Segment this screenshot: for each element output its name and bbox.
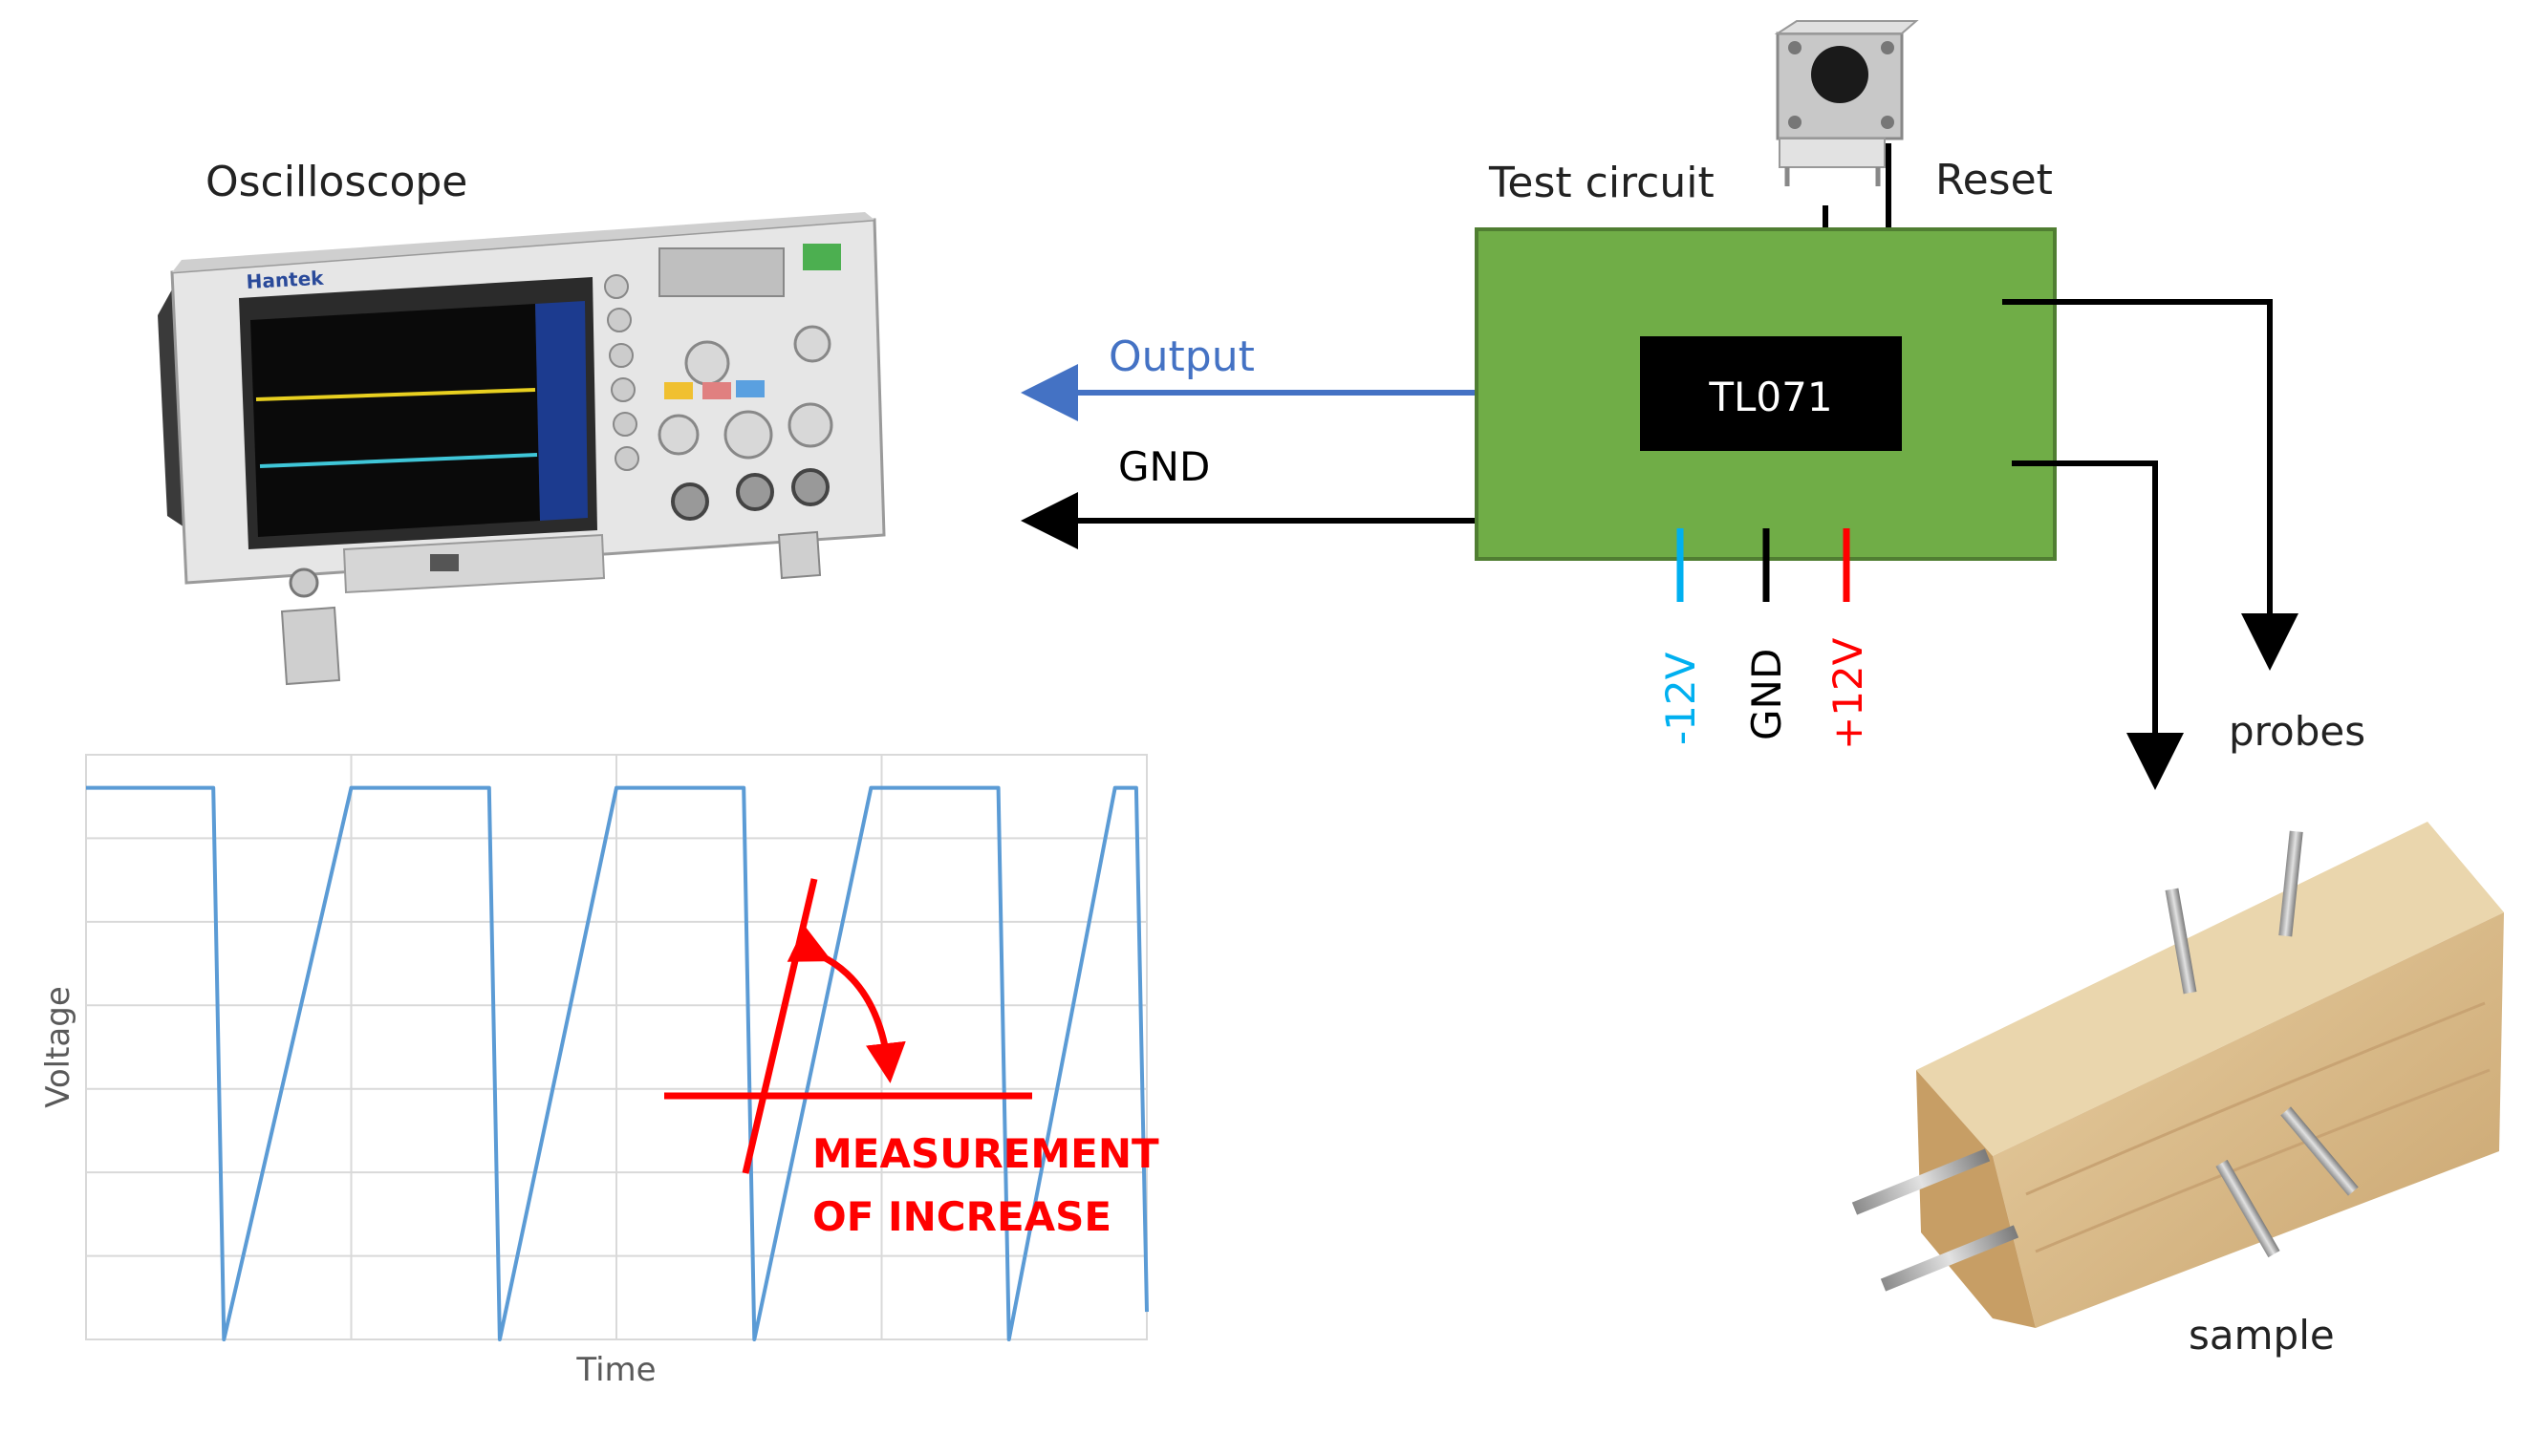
scope-usb-port [430,554,459,571]
scope-brand: Hantek [246,267,325,293]
wood-sample-icon [1851,822,2504,1328]
tl071-chip [1640,336,1902,451]
scope-button [736,380,765,397]
output-label: Output [1109,332,1255,381]
oscilloscope-icon: Hantek [158,212,886,686]
chart-series-line [86,785,1149,1341]
probes-label: probes [2229,708,2365,755]
scope-side-button [609,343,634,368]
neg12-label: -12V [1657,652,1704,745]
scope-button [658,247,785,297]
scope-knob [684,340,730,386]
reset-button-icon [1774,20,1919,186]
gnd-pin-label: GND [1743,649,1790,740]
scope-side-button [604,274,629,299]
chart-ylabel: Voltage [39,986,77,1108]
probe-wire-lower [2012,460,2184,790]
voltage-chart: Time Voltage [39,754,1149,1389]
gnd-label: GND [1118,443,1210,490]
scope-bnc-connector [791,468,830,506]
chart-grid [86,755,1147,1339]
chip-label: TL071 [1708,374,1832,420]
scope-side-button [607,308,632,332]
sample-label: sample [2189,1312,2335,1359]
probe-wire-upper [2002,299,2298,671]
test-circuit-label: Test circuit [1488,159,1715,207]
chart-xlabel: Time [575,1351,656,1389]
scope-side-button [613,412,637,437]
measurement-text-line2: OF INCREASE [812,1193,1111,1240]
scope-button [803,244,841,270]
scope-knob [658,414,700,456]
scope-knob [793,325,831,363]
scope-knob [723,410,773,460]
scope-bnc-connector [671,482,709,521]
scope-side-button [615,446,639,471]
pos12-label: +12V [1824,637,1871,750]
oscilloscope-label: Oscilloscope [205,158,467,206]
scope-power-button [289,567,319,598]
scope-side-button [611,377,636,402]
measurement-annotation: MEASUREMENT OF INCREASE [664,878,1159,1240]
scope-button [664,382,693,399]
reset-label: Reset [1935,156,2053,204]
scope-bnc-connector [736,473,774,511]
angle-arc-arrow [787,925,906,1083]
measurement-text-line1: MEASUREMENT [812,1130,1159,1177]
scope-button [702,382,731,399]
scope-knob [788,402,833,448]
